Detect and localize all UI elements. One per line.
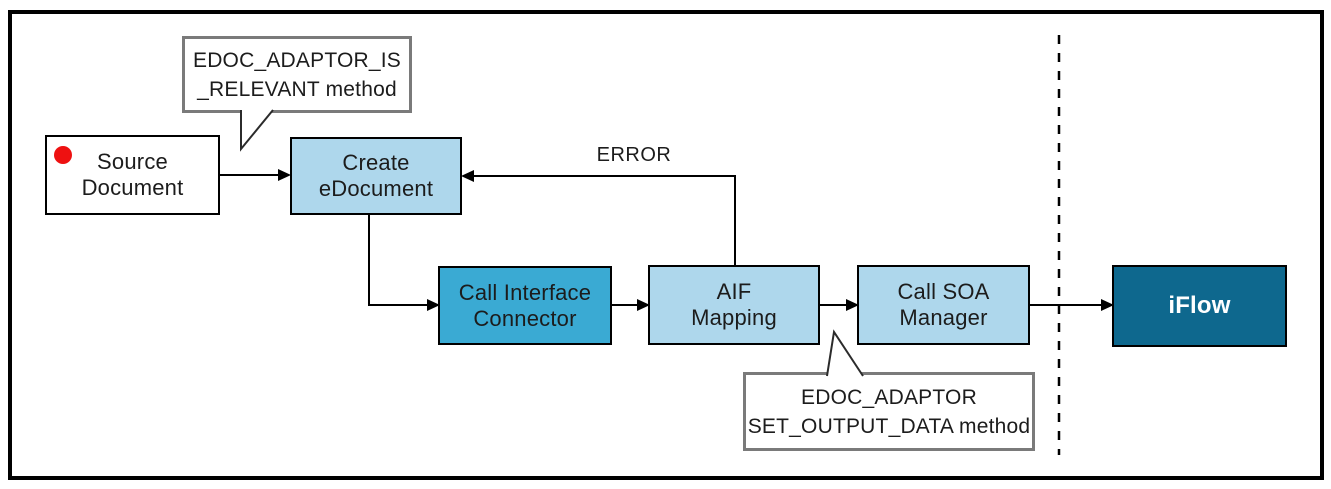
diagram-border — [8, 10, 1324, 480]
flow-lines — [220, 174, 1102, 306]
callout-tail-set-output-data — [826, 329, 864, 377]
arrowheads — [278, 169, 1114, 311]
arrowhead-into-soa — [846, 299, 859, 311]
node-label-source-document: Source Document — [81, 149, 184, 200]
node-iflow: iFlow — [1112, 265, 1287, 347]
node-label-call-interface-connector: Call Interface Connector — [458, 279, 592, 331]
callout-box-is-relevant — [182, 36, 412, 113]
node-label-aif-mapping: AIF Mapping — [691, 279, 777, 330]
arrowhead-into-aif — [637, 299, 650, 311]
edge-label-error: ERROR — [596, 143, 672, 166]
edge-error-return — [473, 175, 736, 265]
node-call-soa-manager: Call SOA Manager — [857, 265, 1030, 345]
callout-text-set-output-data: EDOC_ADAPTOR SET_OUTPUT_DATA method — [747, 385, 1031, 438]
arrowhead-error-into-create — [461, 170, 474, 182]
node-aif-mapping: AIF Mapping — [648, 265, 820, 345]
callout-tail-is-relevant — [240, 109, 274, 152]
node-label-iflow: iFlow — [1168, 292, 1231, 319]
node-source-document: Source Document — [45, 135, 220, 215]
node-label-create-edocument: Create eDocument — [318, 150, 434, 201]
edge-create-to-connector — [368, 215, 428, 306]
arrowhead-into-iflow — [1101, 299, 1114, 311]
arrowhead-into-connector — [427, 299, 440, 311]
node-call-interface-connector: Call Interface Connector — [438, 266, 612, 345]
node-create-edocument: Create eDocument — [290, 137, 462, 215]
callout-text-is-relevant: EDOC_ADAPTOR_IS _RELEVANT method — [192, 48, 401, 101]
callout-box-set-output-data — [743, 372, 1035, 451]
red-status-dot-icon — [54, 146, 72, 164]
node-label-call-soa-manager: Call SOA Manager — [897, 279, 990, 330]
arrowhead-into-create — [278, 169, 291, 181]
callout-shapes — [182, 36, 1035, 451]
